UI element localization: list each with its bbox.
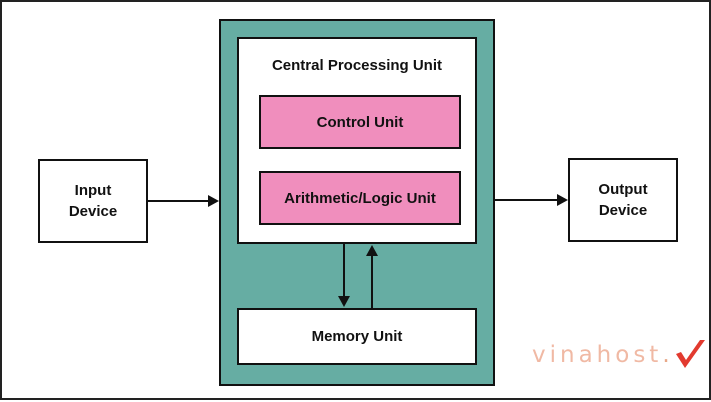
watermark-text: vinahost [532, 342, 663, 368]
output-device-label-line2: Device [598, 202, 648, 219]
output-device-box: Output Device [568, 158, 678, 242]
vinahost-watermark: vinahost . [532, 338, 708, 372]
control-unit-box: Control Unit [259, 95, 461, 149]
memory-unit-box: Memory Unit [237, 308, 477, 365]
cpu-box: Central Processing Unit Control Unit Ari… [237, 37, 477, 244]
memory-to-cpu-arrowhead [366, 245, 378, 256]
alu-label: Arithmetic/Logic Unit [284, 189, 436, 207]
input-to-cpu-arrowhead [208, 195, 219, 207]
cpu-title: Central Processing Unit [271, 57, 443, 74]
cpu-to-memory-arrowhead [338, 296, 350, 307]
input-device-label-line1: Input [74, 182, 112, 199]
checkmark-icon [675, 340, 705, 368]
control-unit-label: Control Unit [316, 113, 404, 131]
alu-box: Arithmetic/Logic Unit [259, 171, 461, 225]
output-device-label-line1: Output [598, 181, 648, 198]
input-device-box: Input Device [38, 159, 148, 243]
input-device-label-line2: Device [68, 203, 118, 220]
cpu-to-output-arrowhead [557, 194, 568, 206]
memory-unit-label: Memory Unit [311, 328, 403, 345]
watermark-dot: . [662, 342, 674, 368]
